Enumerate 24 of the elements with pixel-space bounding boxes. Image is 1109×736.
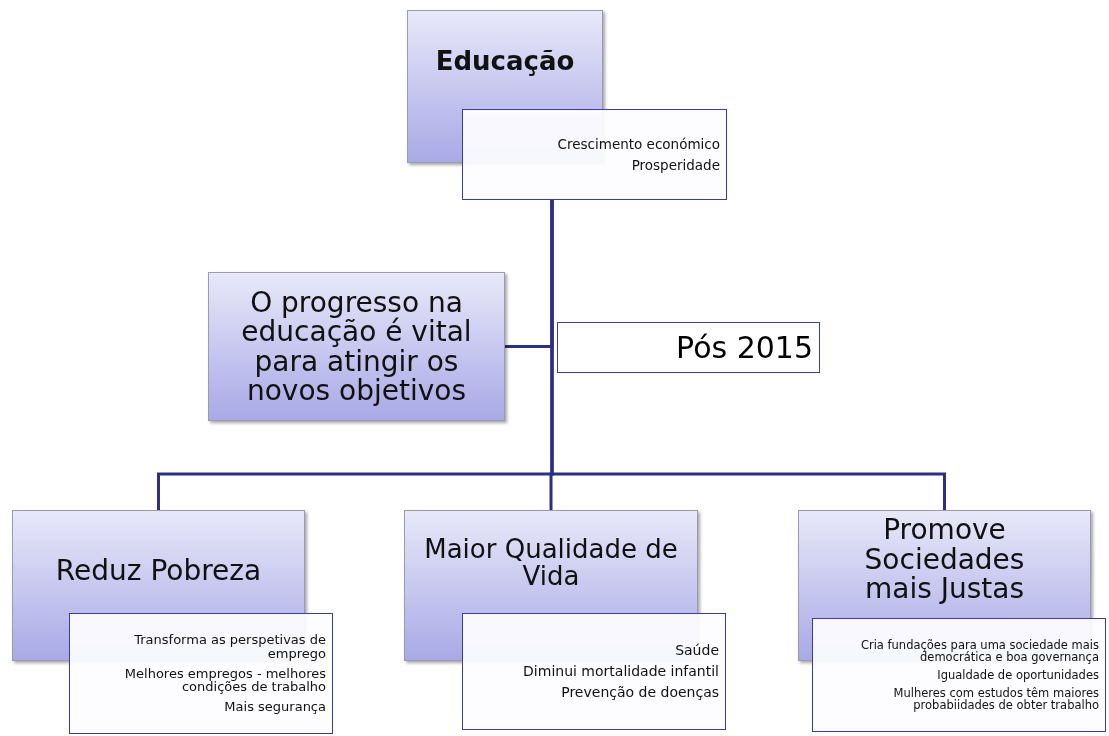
detail-text: Cria fundações para uma sociedade mais democrática e boa governança [859,638,1099,663]
topic-label: Maior Qualidade de Vida [423,535,679,591]
detail-box [462,613,726,730]
topic-label: O progresso na educação é vital para atingir os novos objetivos [240,287,473,406]
topic-label: Pós 2015 [676,330,813,365]
topic-box [208,272,505,421]
detail-text: Igualdade de oportunidades [937,668,1099,682]
detail-box [69,613,333,734]
topic-label: Promove Sociedades mais Justas [863,515,1026,604]
detail-box [462,109,727,200]
topic-label: Reduz Pobreza [55,555,262,586]
detail-box [812,618,1106,732]
detail-text: Mulheres com estudos têm maiores probabiidades de obter trabalho [892,687,1099,712]
text-box [557,322,820,373]
detail-text: Prosperidade [631,157,720,172]
detail-text: Saúde [675,643,719,659]
detail-text: Crescimento económico [557,137,720,152]
detail-text: Transforma as perspetivas de emprego [133,633,326,661]
detail-text: Prevenção de doenças [561,684,719,700]
detail-text: Melhores empregos - melhores condições de trabalho [123,666,326,694]
connector-line [550,200,946,510]
detail-text: Mais segurança [224,699,326,714]
topic-label: Educação [435,47,575,76]
detail-text: Diminui mortalidade infantil [523,664,719,679]
